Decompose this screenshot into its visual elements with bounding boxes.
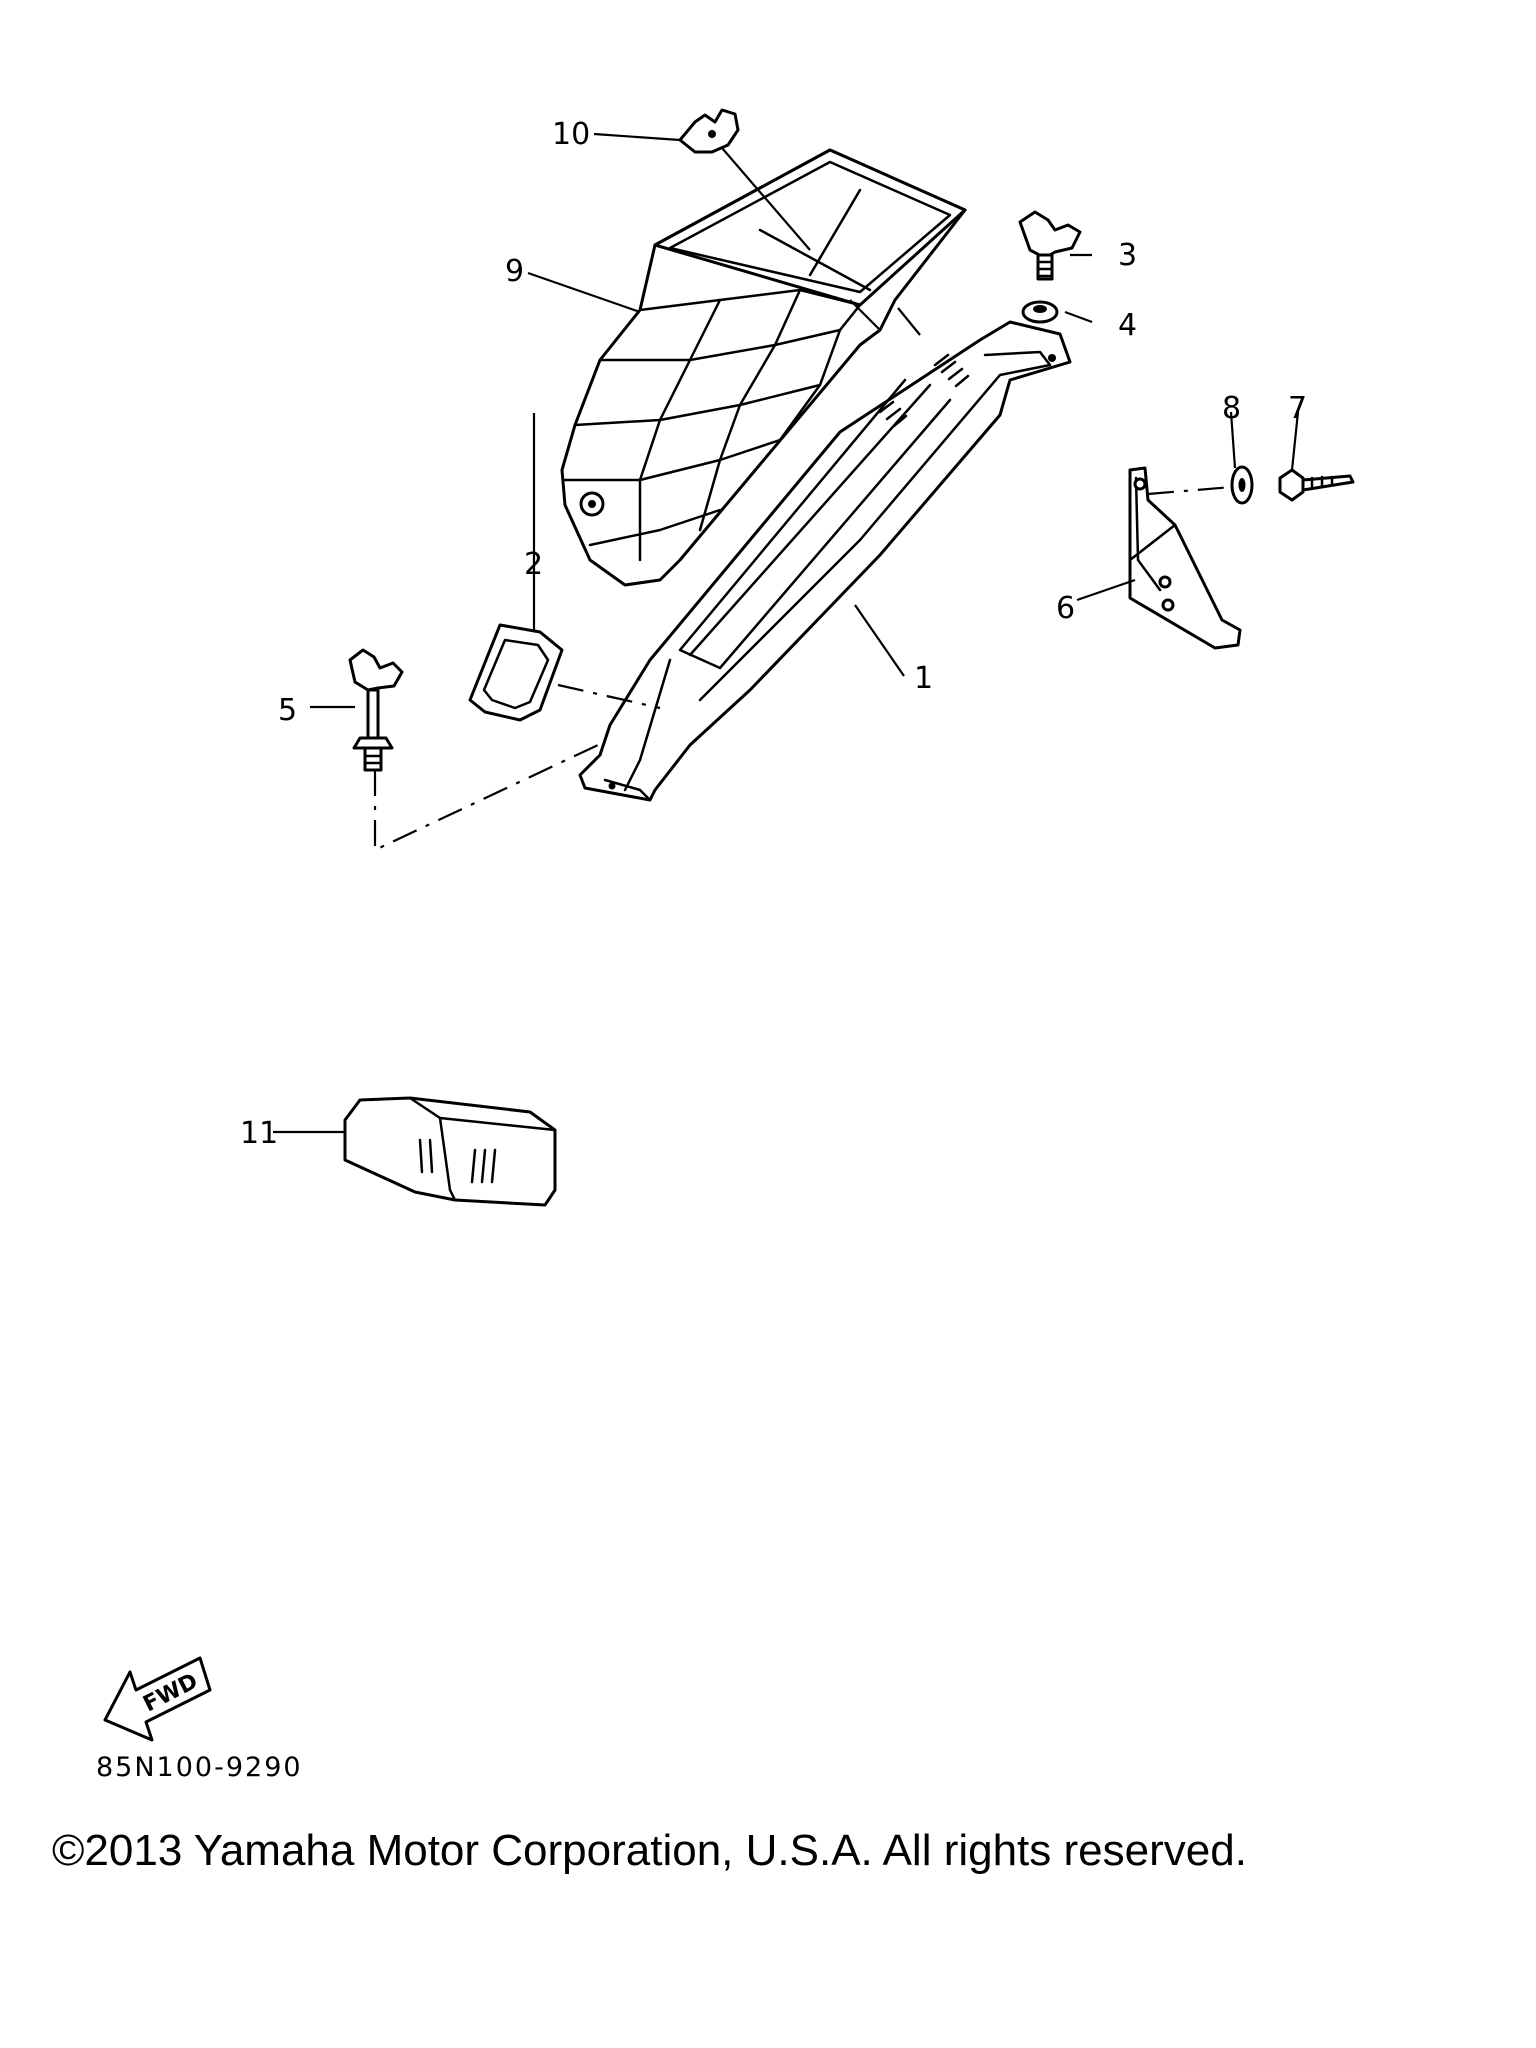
- part-5-long-bolt: [348, 648, 404, 772]
- diagram-code: 85N100-9290: [96, 1752, 303, 1783]
- callout-6: 6: [1056, 591, 1075, 626]
- callout-7: 7: [1288, 391, 1307, 426]
- callout-8: 8: [1222, 391, 1241, 426]
- copyright-notice: ©2013 Yamaha Motor Corporation, U.S.A. A…: [52, 1826, 1247, 1875]
- part-8-washer: [1230, 465, 1254, 505]
- callout-2: 2: [524, 547, 543, 582]
- callout-10: 10: [552, 117, 590, 152]
- part-7-screw: [1278, 468, 1355, 502]
- part-3-wing-bolt: [1018, 210, 1082, 281]
- assembly-lines: [373, 485, 1233, 852]
- callout-9: 9: [505, 254, 524, 289]
- part-11-pad: [343, 1096, 557, 1207]
- callout-numbers: 10 3 4 9 8 7 2 6 1 5 11: [240, 117, 1307, 1151]
- callout-1: 1: [914, 661, 933, 696]
- part-4-grommet: [1021, 300, 1059, 324]
- leader-lines: [273, 132, 1300, 1134]
- callout-11: 11: [240, 1116, 278, 1151]
- part-9-air-duct: [560, 148, 967, 587]
- part-1-tray: [578, 320, 1072, 802]
- part-10-wing-nut: [678, 108, 740, 154]
- callout-3: 3: [1118, 238, 1137, 273]
- callout-4: 4: [1118, 308, 1137, 343]
- part-6-stay-bracket: [1128, 466, 1242, 650]
- forward-direction-arrow: FWD: [103, 1656, 212, 1742]
- part-2-gasket: [468, 623, 564, 722]
- callout-5: 5: [278, 693, 297, 728]
